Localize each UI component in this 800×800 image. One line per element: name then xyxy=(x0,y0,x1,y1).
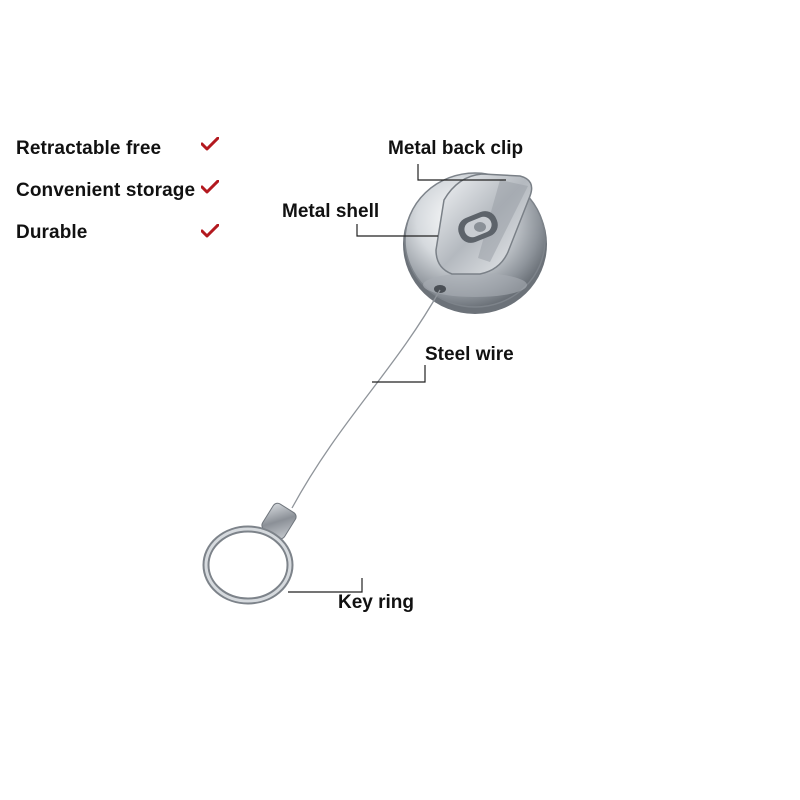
leader-lines xyxy=(288,164,506,593)
checkmark-icon xyxy=(201,224,219,238)
checkmark-icon xyxy=(201,180,219,194)
feature-retractable: Retractable free xyxy=(16,138,162,159)
callout-metal-shell: Metal shell xyxy=(282,201,380,222)
steel-wire xyxy=(291,289,441,509)
metal-back-clip xyxy=(435,173,533,275)
key-ring xyxy=(202,525,294,605)
callout-key-ring: Key ring xyxy=(338,592,415,613)
feature-storage: Convenient storage xyxy=(16,180,196,201)
feature-durable: Durable xyxy=(16,222,88,243)
callout-metal-back-clip: Metal back clip xyxy=(388,138,524,159)
callout-steel-wire: Steel wire xyxy=(425,344,514,365)
leader-line-back-clip xyxy=(417,164,506,181)
leader-line-shell xyxy=(356,224,438,237)
checkmark-icon xyxy=(201,137,219,151)
leader-line-ring xyxy=(288,578,363,593)
leader-line-wire xyxy=(372,365,426,383)
